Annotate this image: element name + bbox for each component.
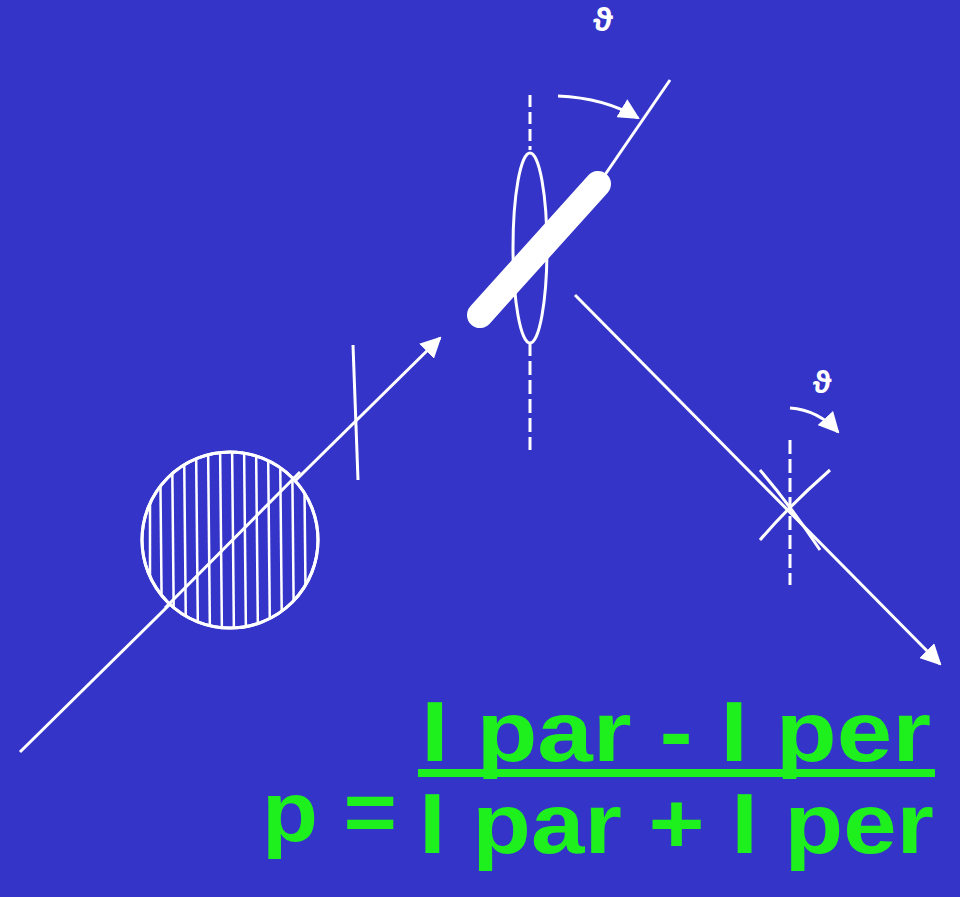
angle-symbol: ϑ (813, 366, 832, 398)
formula-lhs: p = (262, 768, 397, 854)
analyzer-mark (760, 408, 838, 585)
polarizer-mark (353, 345, 358, 480)
angle-symbol: ϑ (593, 2, 613, 36)
emitted-beam (575, 295, 940, 664)
incident-beam (20, 338, 440, 752)
formula-denominator: I par + I per (419, 780, 934, 866)
light-source (142, 440, 318, 640)
molecule (480, 80, 670, 450)
formula-numerator: I par - I per (421, 688, 931, 774)
